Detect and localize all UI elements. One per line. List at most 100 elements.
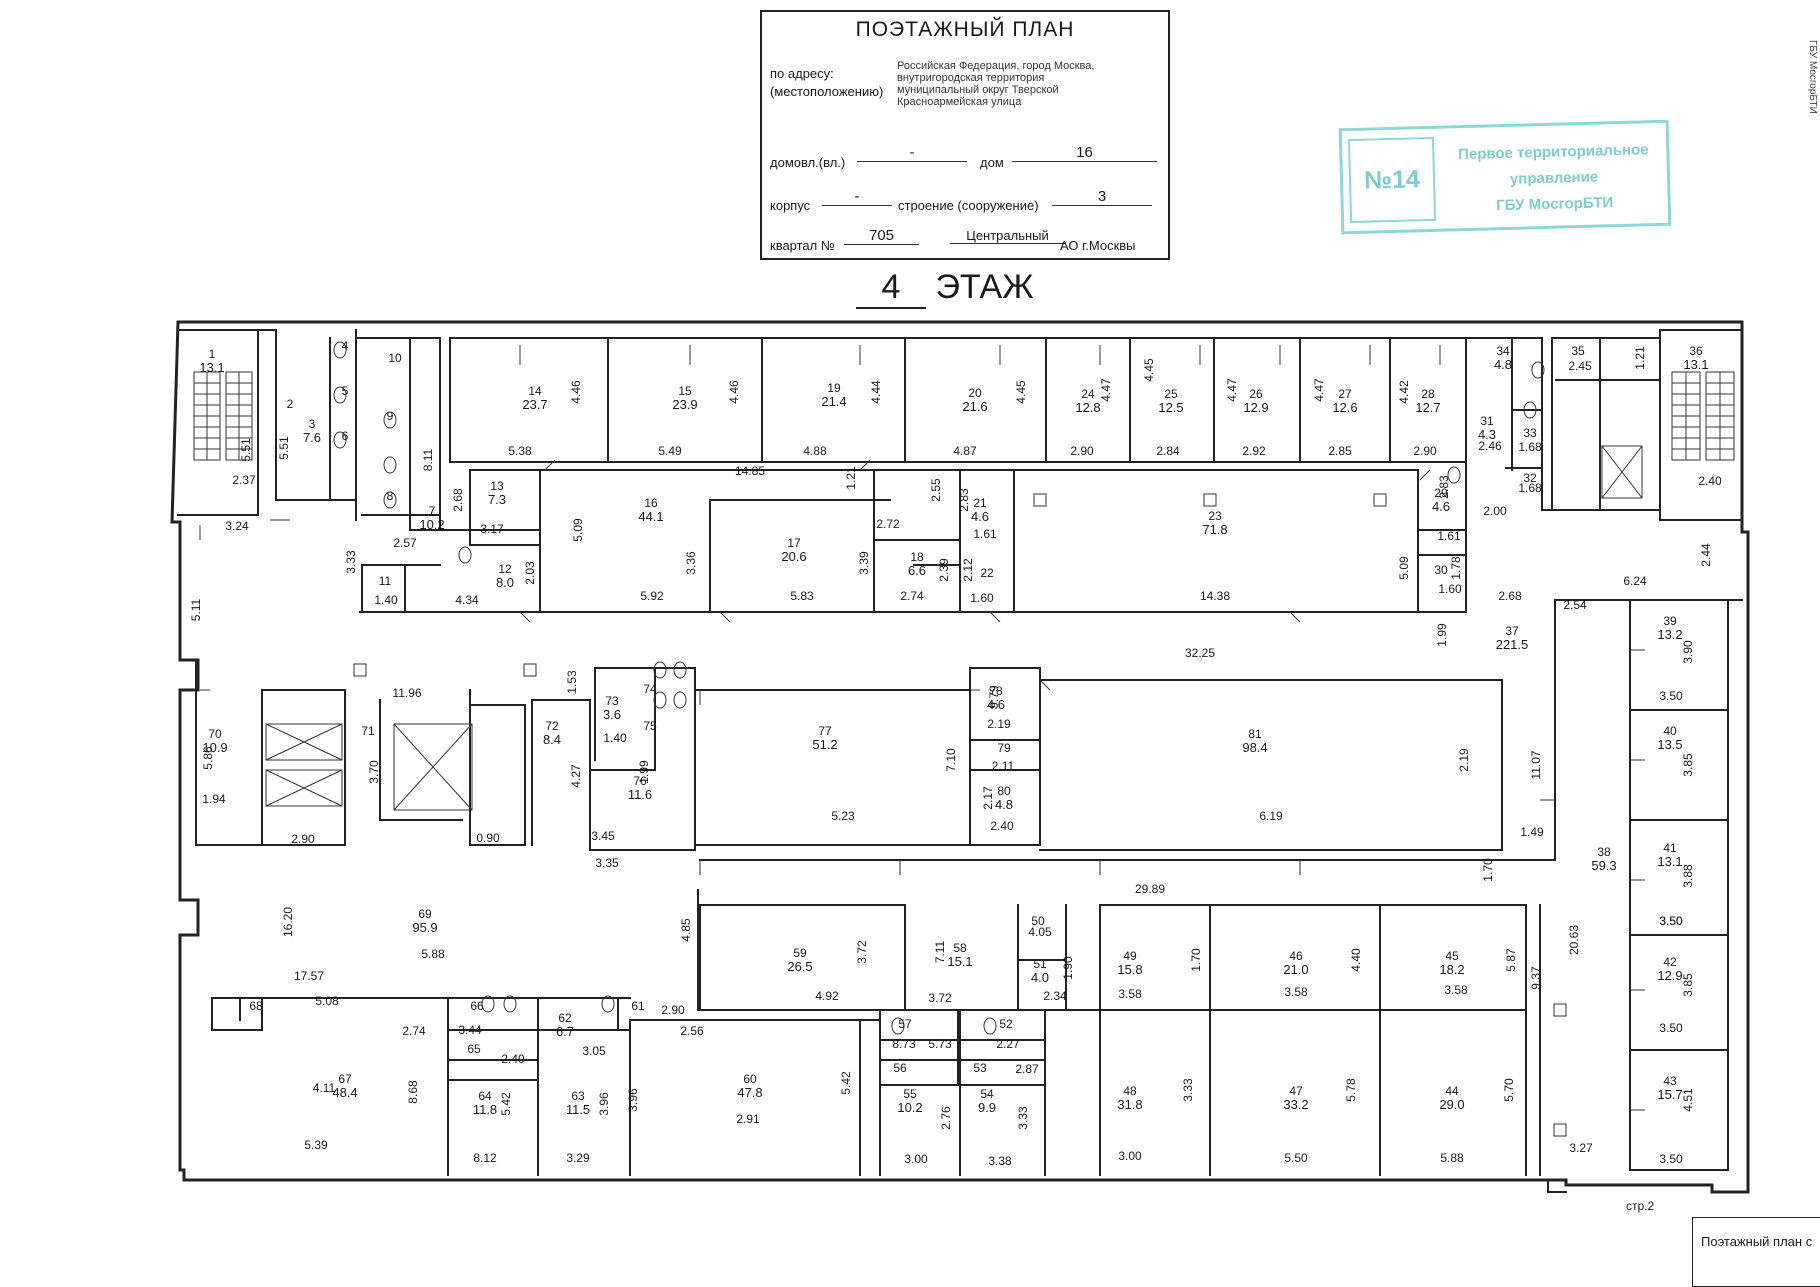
dimension-label-1: 5.38 (508, 444, 532, 458)
dimension-label-31: 2.12 (961, 558, 975, 582)
stamp-line-3: ГБУ МосгорБТИ (1496, 194, 1614, 215)
room-number-61: 61 (631, 999, 645, 1013)
room-area-12: 8.0 (496, 575, 514, 590)
dimension-label-148: 5.50 (1284, 1151, 1308, 1165)
stroenie-value: 3 (1052, 188, 1152, 206)
dimension-label-145: 3.33 (1181, 1078, 1195, 1102)
dimension-label-84: 1.40 (603, 731, 627, 745)
stroenie-label: строение (сооружение) (898, 198, 1039, 213)
room-area-27: 12.6 (1332, 400, 1357, 415)
dimension-label-52: 1.99 (1435, 623, 1449, 647)
dimension-label-61: 3.50 (1659, 1021, 1683, 1035)
dimension-label-24: 2.72 (876, 517, 900, 531)
room-number-20: 20 (968, 386, 982, 400)
dimension-label-64: 11.07 (1529, 750, 1543, 779)
room-number-77: 77 (818, 724, 832, 738)
column-0 (1033, 493, 1047, 507)
room-number-59: 59 (793, 946, 807, 960)
dimension-label-126: 2.56 (680, 1024, 704, 1038)
dimension-label-111: 4.05 (1028, 925, 1052, 939)
room-number-12: 12 (498, 562, 512, 576)
dimension-label-88: 2.90 (291, 832, 315, 846)
toilet-fixture-17 (673, 661, 687, 679)
toilet-fixture-5 (383, 491, 397, 509)
toilet-fixture-3 (383, 411, 397, 429)
toilet-fixture-15 (653, 661, 667, 679)
toilet-fixture-4 (383, 456, 397, 474)
bti-stamp: №14 Первое территориальное управление ГБ… (1338, 119, 1672, 235)
dimension-label-65: 20.63 (1567, 925, 1581, 955)
room-area-58: 15.1 (947, 954, 972, 969)
dimension-label-105: 17.57 (294, 969, 324, 983)
domovl-label: домовл.(вл.) (770, 155, 846, 170)
door-tick-15 (719, 611, 731, 623)
dimension-label-29: 2.39 (937, 558, 951, 582)
room-area-18: 6.6 (908, 563, 926, 578)
dimension-label-114: 1.70 (1189, 948, 1203, 972)
room-area-43: 15.7 (1657, 1087, 1682, 1102)
room-number-13: 13 (490, 479, 504, 493)
room-number-42: 42 (1663, 955, 1677, 969)
dimension-label-3: 5.49 (658, 444, 682, 458)
dimension-label-7: 4.87 (953, 444, 977, 458)
room-number-62: 62 (558, 1011, 572, 1025)
dimension-label-75: 5.11 (189, 598, 203, 621)
door-tick-11 (544, 459, 556, 471)
room-area-7: 10.2 (419, 517, 444, 532)
room-number-34: 34 (1496, 344, 1510, 358)
dimension-label-101: 2.19 (1457, 748, 1471, 772)
dimension-label-25: 3.39 (857, 551, 871, 575)
dimension-label-138: 5.73 (928, 1037, 952, 1051)
okrug-value: Центральный (950, 228, 1065, 244)
room-number-66: 66 (470, 999, 484, 1013)
room-number-53: 53 (973, 1061, 987, 1075)
dimension-label-77: 2.57 (393, 536, 417, 550)
room-area-44: 29.0 (1439, 1097, 1464, 1112)
room-area-67: 48.4 (332, 1085, 357, 1100)
dimension-label-58: 3.88 (1681, 864, 1695, 888)
room-number-65: 65 (467, 1042, 481, 1056)
outer-wall (170, 320, 1750, 1194)
dimension-label-144: 3.38 (988, 1154, 1012, 1168)
room-area-48: 31.8 (1117, 1097, 1142, 1112)
room-number-1: 1 (209, 347, 216, 361)
dimension-label-66: 9.37 (1529, 966, 1543, 990)
room-number-27: 27 (1338, 387, 1352, 401)
room-number-44: 44 (1445, 1084, 1459, 1098)
room-number-41: 41 (1663, 841, 1677, 855)
room-area-36: 13.1 (1683, 357, 1708, 372)
dimension-label-82: 11.96 (392, 686, 421, 700)
dimension-label-91: 1.99 (637, 760, 651, 784)
sheet-number: стр.2 (1626, 1199, 1655, 1213)
dimension-label-8: 4.47 (1099, 378, 1113, 402)
dimension-label-11: 2.84 (1156, 444, 1180, 458)
outer-wall-detail (1547, 1179, 1567, 1193)
dimension-label-44: 2.00 (1483, 504, 1507, 518)
room-area-59: 26.5 (787, 959, 812, 974)
room-area-80: 4.8 (995, 797, 1013, 812)
domovl-value: - (857, 144, 967, 162)
room-number-67: 67 (338, 1072, 352, 1086)
toilet-fixture-18 (673, 691, 687, 709)
room-number-75: 75 (643, 719, 657, 733)
floor-label: ЭТАЖ (935, 268, 1034, 306)
door-tick-14 (519, 611, 531, 623)
dimension-label-128: 8.68 (406, 1080, 420, 1104)
dimension-label-67: 3.27 (1569, 1141, 1593, 1155)
elevator-4-box (1601, 445, 1643, 499)
address-line-4: Красноармейская улица (897, 96, 1022, 108)
next-sheet-corner: Поэтажный план с (1692, 1217, 1820, 1287)
dimension-label-74: 3.24 (225, 519, 249, 533)
dimension-label-28: 1.61 (973, 527, 997, 541)
dimension-label-17: 2.90 (1413, 444, 1437, 458)
okrug-suffix: АО г.Москвы (1060, 238, 1136, 253)
toilet-fixture-9 (1447, 466, 1461, 484)
room-area-42: 12.9 (1657, 968, 1682, 983)
room-number-6: 6 (342, 429, 349, 443)
dimension-label-133: 3.29 (566, 1151, 590, 1165)
room-area-37: 221.5 (1496, 637, 1529, 652)
dimension-label-54: 3.90 (1681, 640, 1695, 664)
dimension-label-15: 2.85 (1328, 444, 1352, 458)
room-area-55: 10.2 (897, 1100, 922, 1115)
dimension-label-89: 0.90 (476, 831, 500, 845)
